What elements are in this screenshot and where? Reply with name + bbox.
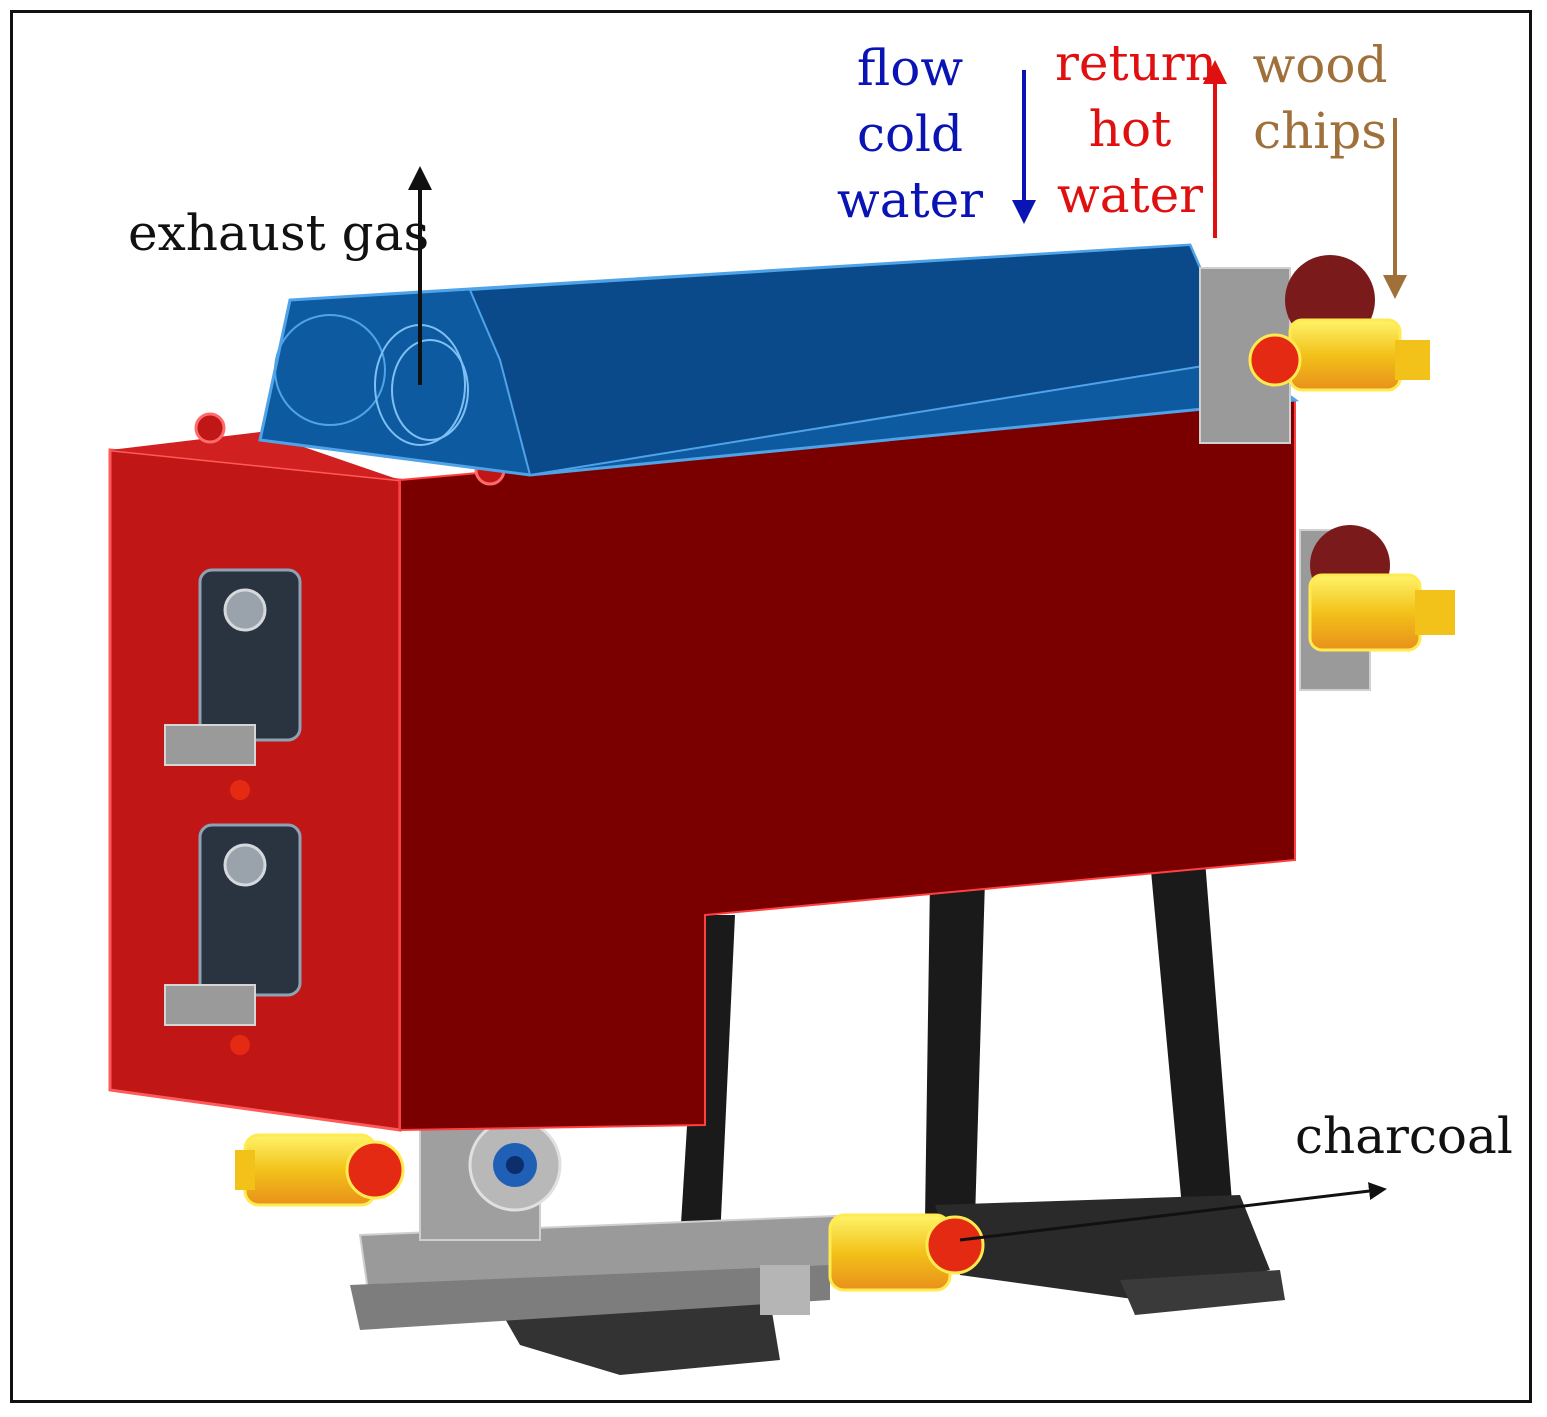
flow-cold-water-label: flow cold water [835, 35, 985, 233]
boiler-housing [108, 374, 1296, 1132]
return-label-line1: return [1055, 34, 1217, 92]
access-door-upper [164, 568, 302, 800]
return-label-line3: water [1056, 166, 1204, 224]
return-hot-water-label: return hot water [1055, 30, 1217, 228]
wood-label-line1: wood [1252, 36, 1388, 94]
access-door-lower [164, 823, 302, 1055]
bottom-left-motor [235, 1133, 405, 1207]
return-label-line2: hot [1088, 100, 1172, 158]
support-stand-rear [925, 860, 1285, 1315]
charcoal-arrow [959, 1182, 1387, 1242]
charcoal-motor [828, 1213, 985, 1292]
flow-label-line1: flow [856, 39, 964, 97]
charcoal-label: charcoal [1295, 1107, 1513, 1165]
flow-label-line2: cold [856, 105, 964, 163]
wood-chips-label: wood chips [1245, 32, 1395, 164]
feeder-motor-lower [1299, 525, 1455, 691]
feeder-motor-upper [1199, 255, 1430, 444]
heat-exchanger-top [258, 243, 1300, 477]
exhaust-gas-label: exhaust gas [128, 204, 430, 262]
wood-label-line2: chips [1253, 102, 1387, 160]
flow-label-line3: water [836, 171, 984, 229]
bottom-rotary-valve [419, 1118, 562, 1241]
